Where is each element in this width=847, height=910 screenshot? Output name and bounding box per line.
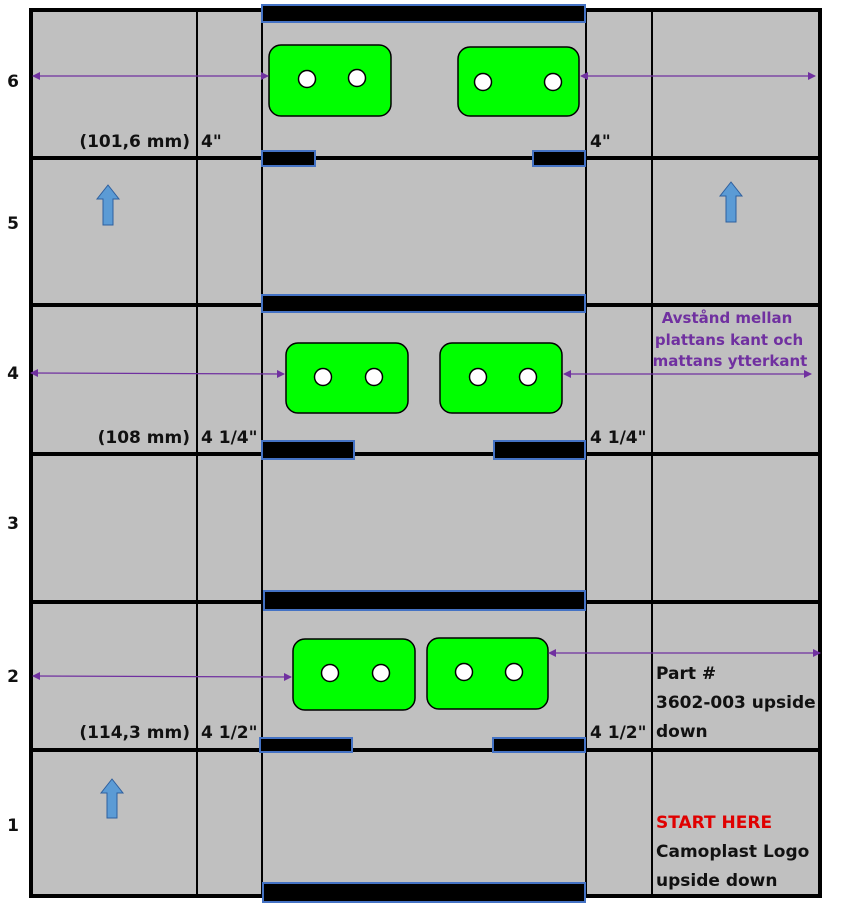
- measure-4-in-right: 4 1/4": [590, 428, 646, 448]
- short-bar-6-left: [261, 150, 316, 167]
- row-number-6: 6: [7, 72, 19, 92]
- part-line-2: 3602-003 upside: [656, 693, 816, 713]
- plate-4-right: [439, 342, 563, 414]
- green-plates: [268, 44, 580, 711]
- short-bars: [259, 150, 586, 753]
- measure-6-mm: (101,6 mm): [79, 132, 190, 152]
- annotation-line-1: Avstånd mellan: [662, 309, 793, 327]
- bar-top: [261, 4, 586, 23]
- bar-row5: [261, 294, 586, 313]
- measure-6-in-right: 4": [590, 132, 611, 152]
- short-bar-2-left: [259, 737, 353, 753]
- start-line-3: upside down: [656, 871, 778, 891]
- measure-6-in-left: 4": [201, 132, 222, 152]
- short-bar-6-right: [532, 150, 586, 167]
- part-line-3: down: [656, 722, 708, 742]
- bar-bottom: [262, 882, 586, 903]
- plate-2-right: [426, 637, 549, 710]
- measure-4-in-left: 4 1/4": [201, 428, 257, 448]
- short-bar-2-right: [492, 737, 586, 753]
- full-bars: [261, 4, 586, 903]
- plate-2-left: [292, 638, 416, 711]
- start-here-label: START HERE: [656, 813, 772, 833]
- plate-6-left: [268, 44, 392, 117]
- bar-row3: [263, 590, 586, 611]
- measure-2-mm: (114,3 mm): [79, 723, 190, 743]
- row-number-2: 2: [7, 667, 19, 687]
- row-number-5: 5: [7, 214, 19, 234]
- row-number-3: 3: [7, 514, 19, 534]
- row-number-4: 4: [7, 364, 19, 384]
- plate-6-right: [457, 46, 580, 117]
- short-bar-4-left: [261, 440, 355, 460]
- double-arrow-icon: [30, 72, 821, 681]
- annotation-line-2: plattans kant och: [655, 331, 803, 349]
- row-number-1: 1: [7, 816, 19, 836]
- part-line-1: Part #: [656, 664, 716, 684]
- plate-4-left: [285, 342, 409, 414]
- measure-2-in-left: 4 1/2": [201, 723, 257, 743]
- short-bar-4-right: [493, 440, 586, 460]
- arrow-up-icon: [95, 181, 744, 819]
- annotation-line-3: mattans ytterkant: [653, 352, 808, 370]
- measure-2-in-right: 4 1/2": [590, 723, 646, 743]
- start-line-2: Camoplast Logo: [656, 842, 809, 862]
- measure-4-mm: (108 mm): [98, 428, 190, 448]
